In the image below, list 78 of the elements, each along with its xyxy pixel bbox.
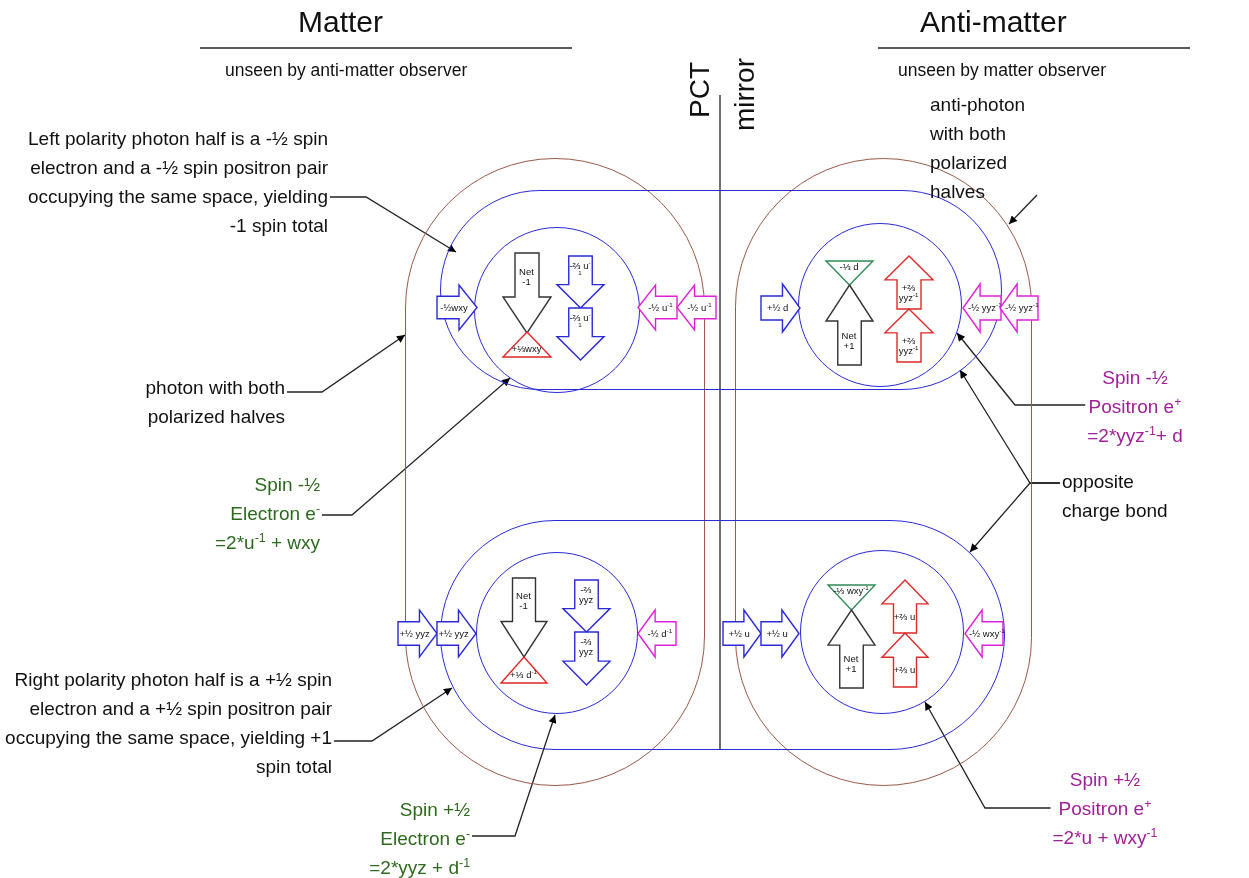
charge-label: +½ yyz <box>399 628 430 639</box>
charge-label: -⅔ yyz <box>577 585 595 606</box>
leader-line <box>471 714 557 837</box>
leader-line <box>924 701 1052 809</box>
charge-label: Net -1 <box>515 591 532 612</box>
charge-label: -⅓ wxy$^{-1}$ <box>833 586 869 597</box>
charge-block <box>884 255 933 309</box>
charge-block <box>556 255 604 308</box>
leader-line <box>1008 194 1038 225</box>
charge-label: +⅔ u <box>893 665 916 676</box>
annotation-text: =2*u + wxy$^{-1}$ <box>1052 824 1158 850</box>
charge-block <box>761 284 800 332</box>
annotation-text: opposite charge bond <box>1062 467 1172 525</box>
annotation-text: Positron e$^{+}$ <box>1058 795 1152 821</box>
heading-text: Anti-matter <box>920 4 1067 40</box>
annotation-text: Spin +½ <box>399 798 470 822</box>
charge-label: +⅔ u <box>893 611 916 622</box>
annotation-text: Spin -½ <box>1102 366 1168 390</box>
charge-label: -⅔ yyz <box>577 637 595 658</box>
annotation-text: anti-photon with both polarized halves <box>930 90 1035 206</box>
charge-block <box>884 308 933 362</box>
charge-block <box>638 285 677 330</box>
leader-line <box>329 196 457 253</box>
charge-label: -½ yyz$^{-1}$ <box>968 303 1002 313</box>
charge-label: +⅓ d$^{-1}$ <box>510 669 537 680</box>
annotation-text: Spin -½ <box>254 473 320 497</box>
charge-label: Net +1 <box>842 654 860 675</box>
charge-triangle <box>825 260 873 285</box>
charge-label: -½wxy <box>440 302 468 313</box>
charge-block <box>963 284 1001 332</box>
charge-block <box>398 610 437 657</box>
charge-label: +½ yyz <box>438 628 469 639</box>
charge-label: +⅓wxy <box>511 344 542 354</box>
annotation-text: =2*u$^{-1}$ + wxy <box>215 529 320 555</box>
charge-block <box>562 579 610 632</box>
leader-line <box>333 687 453 742</box>
rotated-label: PCT <box>683 62 716 118</box>
charge-label: -½ u$^{-1}$ <box>687 302 712 313</box>
charge-label: +½ d <box>766 303 789 313</box>
charge-block <box>437 610 476 657</box>
charge-label: -½ d$^{-1}$ <box>647 628 673 639</box>
subheading-text: unseen by anti-matter observer <box>225 60 468 81</box>
leader-line <box>286 334 406 393</box>
charge-label: Net +1 <box>840 330 858 351</box>
annotation-text: Positron e$^{+}$ <box>1088 393 1182 419</box>
leader-line <box>956 332 1086 406</box>
charge-block <box>556 307 604 360</box>
annotation-text: photon with both polarized halves <box>70 373 285 431</box>
annotation-text: =2*yyz$^{-1}$+ d <box>1087 422 1183 448</box>
annotation-text: =2*yyz + d$^{-1}$ <box>369 854 470 878</box>
annotation-text: Left polarity photon half is a -½ spin electron and a -½ spin positron pair occupying the same space, yielding -1 spin total <box>16 124 328 240</box>
charge-block <box>638 610 676 657</box>
charge-block <box>437 285 477 330</box>
charge-label: +½ u <box>766 628 788 639</box>
annotation-text: Right polarity photon half is a +½ spin electron and a +½ spin positron pair occupying the same space, yielding +1 spin total <box>0 665 332 781</box>
charge-label: +⅔ yyz$^{-1}$ <box>897 335 920 356</box>
charge-block <box>562 631 610 685</box>
annotation-text: Spin +½ <box>1069 768 1141 792</box>
charge-label: +⅔ yyz$^{-1}$ <box>897 282 920 303</box>
charge-label: Net -1 <box>518 266 535 287</box>
charge-label: -½ u$^{-1}$ <box>648 302 673 313</box>
charge-block <box>881 579 928 633</box>
charge-block <box>965 610 1003 657</box>
annotation-text: Electron e$^{-}$ <box>230 500 320 526</box>
charge-block <box>1000 284 1038 332</box>
charge-block <box>881 632 928 687</box>
subheading-text: unseen by matter observer <box>898 60 1107 81</box>
charge-triangle <box>502 331 551 357</box>
charge-label: +½ u <box>728 628 750 639</box>
leader-line <box>321 377 511 516</box>
rotated-label: mirror <box>728 58 761 132</box>
annotation-text: Electron e$^{-}$ <box>380 825 470 851</box>
heading-text: Matter <box>298 4 384 40</box>
charge-block <box>761 610 799 657</box>
charge-triangle <box>827 584 875 610</box>
charge-triangle <box>500 656 547 683</box>
charge-label: -⅓ d <box>839 262 859 273</box>
leader-line <box>969 482 1061 553</box>
